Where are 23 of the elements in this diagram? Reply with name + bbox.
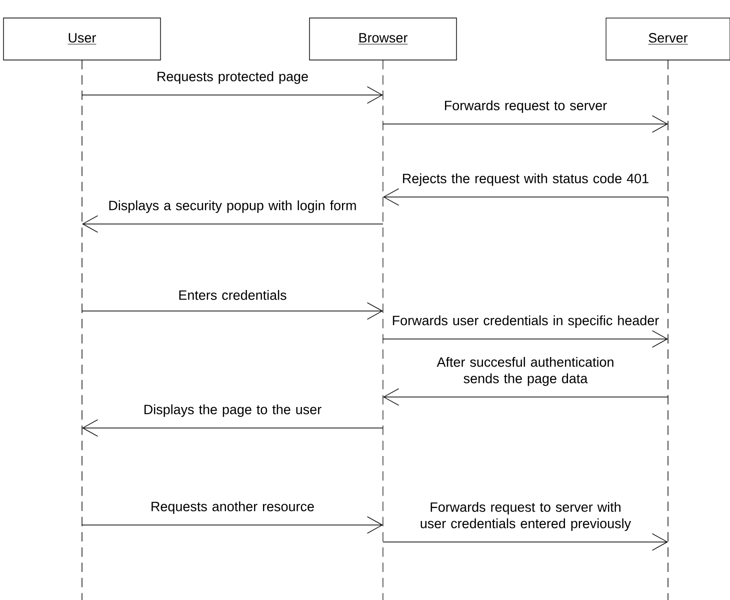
edge-label: Forwards request to server: [445, 100, 607, 113]
message-arrow: [82, 516, 383, 534]
participant-box: Server: [606, 18, 730, 60]
edge-label: Requests another resource: [152, 501, 314, 514]
edge-label: Displays a security popup with login form: [109, 200, 356, 213]
message-arrow: [383, 388, 668, 406]
edge-label: Displays the page to the user: [144, 404, 322, 417]
message-arrow: [82, 419, 384, 437]
message-arrow: [82, 215, 384, 233]
message-arrow: [82, 302, 383, 320]
message-arrow: [382, 115, 668, 133]
participant-box: Browser: [309, 18, 457, 60]
edge-label: Enters credentials: [179, 290, 286, 300]
message-arrow: [82, 86, 383, 104]
edge-label: Forwards user credentials in specific header: [392, 315, 659, 328]
edge-label: After succesful authentication sends the page data: [436, 356, 614, 386]
message-arrow: [382, 330, 668, 348]
edge-label: Forwards request to server with user credentials entered previously: [420, 502, 632, 531]
message-arrow: [382, 533, 668, 551]
participant-box: User: [3, 18, 161, 60]
edge-label: Requests protected page: [158, 71, 308, 84]
edge-label: Rejects the request with status code 401: [403, 173, 648, 186]
message-arrow: [383, 188, 668, 206]
